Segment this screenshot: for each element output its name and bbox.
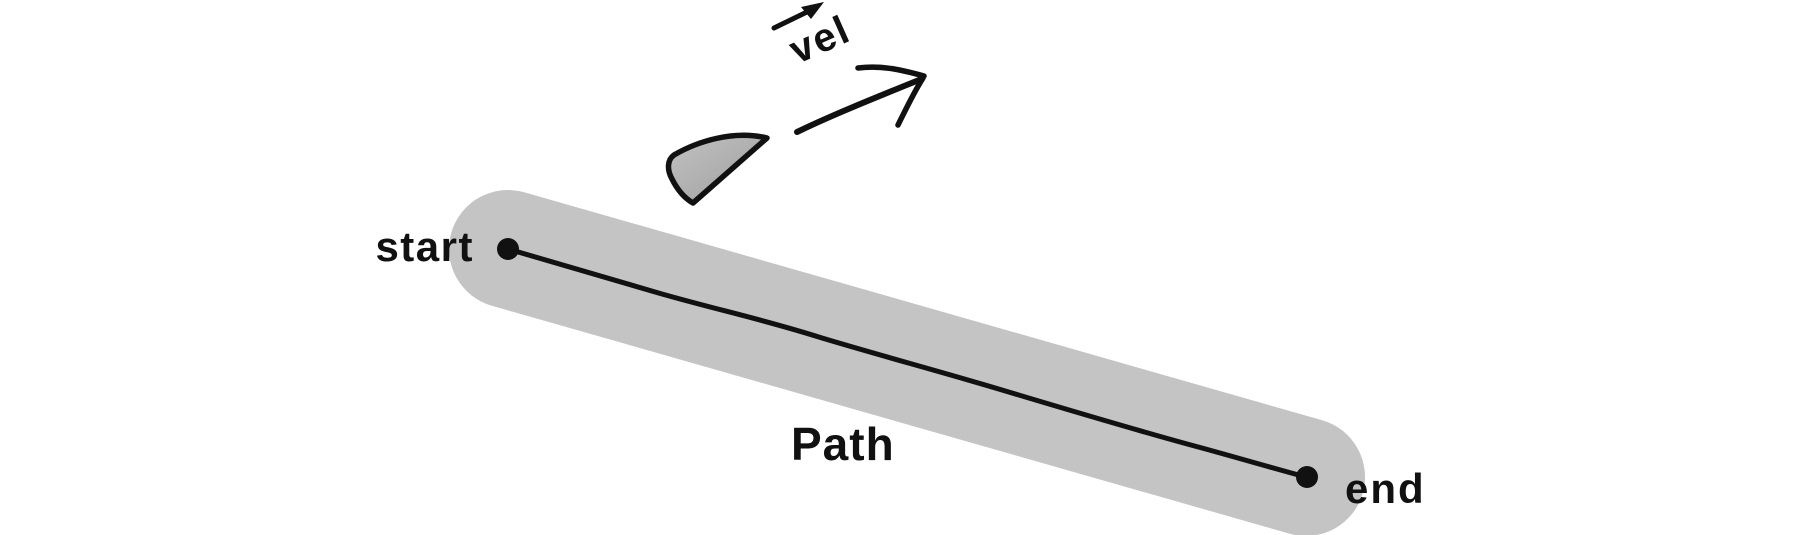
vel-label-arrow-head <box>801 2 824 19</box>
velocity-arrow-icon <box>794 64 927 135</box>
start-label: start <box>375 223 474 270</box>
end-point-dot <box>1296 466 1318 488</box>
path-label: Path <box>791 418 895 470</box>
vel-label-arrow-icon <box>771 2 824 31</box>
velocity-arrow-barb-top <box>855 64 927 79</box>
velocity-arrow-barb-bottom <box>895 75 926 128</box>
end-label: end <box>1345 465 1426 512</box>
vel-label-arrow-shaft <box>771 8 812 31</box>
path-line <box>505 246 1309 480</box>
agent-cone-icon <box>665 132 770 206</box>
start-point-dot <box>497 238 519 260</box>
velocity-arrow-shaft <box>794 77 922 135</box>
